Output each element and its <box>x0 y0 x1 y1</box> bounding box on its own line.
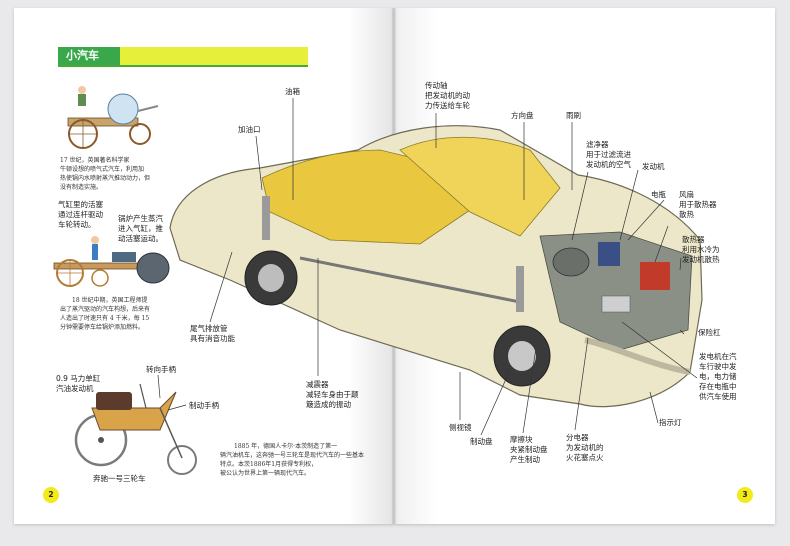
alternator-label-line-3: 电，电力储 <box>699 372 737 381</box>
steam-paragraph-line-4: 分钟需要停车给锅炉添加燃料。 <box>60 324 145 331</box>
alternator-label-line-1: 发电机在汽 <box>699 352 737 361</box>
driveshaft-label-line-2: 把发动机的动 <box>425 91 470 100</box>
steering-wheel-label: 方向盘 <box>511 111 534 120</box>
newton-paragraph-line-3: 热使锅内水喷射蒸汽推动动力，但 <box>60 175 151 182</box>
title-bar <box>58 47 308 67</box>
air-filter-label-line-1: 滤净器 <box>586 140 609 149</box>
cylinder-label-line-2: 通过连杆驱动 <box>58 210 103 219</box>
exhaust-label-line-1: 尾气排放管 <box>190 324 228 333</box>
fuel-cap-label: 加油口 <box>238 125 261 134</box>
radiator-label-line-1: 散热器 <box>682 235 705 244</box>
steam-paragraph-line-3: 人造出了时速只有 4 千米，每 15 <box>60 315 150 322</box>
distributor-label-line-3: 火花塞点火 <box>566 453 604 462</box>
car-cutaway-illustration <box>169 125 703 408</box>
shock-absorber-label-line-1: 减震器 <box>306 380 329 389</box>
brake-handle-label: 制动手柄 <box>189 401 219 410</box>
boiler-label-line-1: 锅炉产生蒸汽 <box>118 214 163 223</box>
fan-label-line-3: 散热 <box>679 210 694 219</box>
shock-absorber-label-line-3: 簸造成的振动 <box>306 400 351 409</box>
battery-label: 电瓶 <box>651 190 666 199</box>
engine-hp-label-line-2: 汽油发动机 <box>56 384 94 393</box>
benz-paragraph-line-2: 辆汽油机车，这奔驰一号三轮车是现代汽车的一些基本 <box>220 452 365 459</box>
steam-paragraph-line-1: 18 世纪中期，英国工程师提 <box>72 297 148 304</box>
shock-absorber-label-line-2: 减轻车身由于颠 <box>306 390 359 399</box>
newton-paragraph-line-4: 没有制造实施。 <box>60 184 103 191</box>
steering-handle-label: 转向手柄 <box>146 365 176 374</box>
benz-paragraph-line-1: 1885 年，德国人卡尔·本茨制造了第一 <box>234 443 338 450</box>
steam-engine-illustration <box>53 236 170 287</box>
driveshaft-label-line-1: 传动轴 <box>425 81 448 90</box>
page-number-right: 3 <box>737 487 753 503</box>
page-title: 小汽车 <box>58 47 120 65</box>
brake-pad-label-line-1: 摩擦块 <box>510 435 533 444</box>
driveshaft-label-line-3: 力传送给车轮 <box>425 101 470 110</box>
leader-lines <box>157 98 698 436</box>
radiator-label-line-2: 利用水冷为 <box>682 245 720 254</box>
steam-paragraph-line-2: 出了蒸汽驱动的汽车构想，后来有 <box>60 306 151 313</box>
newton-paragraph-line-2: 牛顿设想的喷气式汽车，利用加 <box>60 166 145 173</box>
bumper-label: 保险杠 <box>698 328 721 337</box>
alternator-label-line-2: 车行驶中发 <box>699 362 737 371</box>
cylinder-label-line-1: 气缸里的活塞 <box>58 200 103 209</box>
side-mirror-label: 侧视镜 <box>449 423 472 432</box>
steam-cart-illustration <box>67 86 159 149</box>
brake-pad-label-line-2: 夹紧制动盘 <box>510 445 548 454</box>
fuel-tank-label: 油箱 <box>285 87 300 96</box>
benz-tricycle-label: 奔驰一号三轮车 <box>93 474 146 483</box>
wiper-label: 雨刷 <box>566 111 581 120</box>
brake-pad-label-line-3: 产生制动 <box>510 455 540 464</box>
engine-label: 发动机 <box>642 162 665 171</box>
brake-disc-label: 制动盘 <box>470 437 493 446</box>
exhaust-label-line-2: 具有消音功能 <box>190 334 235 343</box>
alternator-label-line-4: 存在电瓶中 <box>699 382 737 391</box>
benz-tricycle-illustration <box>74 383 197 475</box>
benz-paragraph-line-4: 被公认为世界上第一辆现代汽车。 <box>220 470 311 477</box>
air-filter-label-line-3: 发动机的空气 <box>586 160 631 169</box>
alternator-label-line-5: 供汽车使用 <box>699 392 737 401</box>
radiator-label-line-3: 发动机散热 <box>682 255 720 264</box>
distributor-label-line-2: 为发动机的 <box>566 443 604 452</box>
cylinder-label-line-3: 车轮转动。 <box>58 220 96 229</box>
boiler-label-line-2: 进入气缸，推 <box>118 224 163 233</box>
distributor-label-line-1: 分电器 <box>566 433 589 442</box>
newton-paragraph-line-1: 17 世纪，英国著名科学家 <box>60 157 130 164</box>
indicator-light-label: 指示灯 <box>659 418 682 427</box>
engine-hp-label-line-1: 0.9 马力单缸 <box>56 374 101 383</box>
fan-label-line-2: 用于散热器 <box>679 200 717 209</box>
boiler-label-line-3: 动活塞运动。 <box>118 234 163 243</box>
fan-label-line-1: 风扇 <box>679 190 694 199</box>
air-filter-label-line-2: 用于过滤流进 <box>586 150 631 159</box>
page-number-left: 2 <box>43 487 59 503</box>
benz-paragraph-line-3: 特点。本茨1886年1月获得专利权， <box>220 461 318 468</box>
